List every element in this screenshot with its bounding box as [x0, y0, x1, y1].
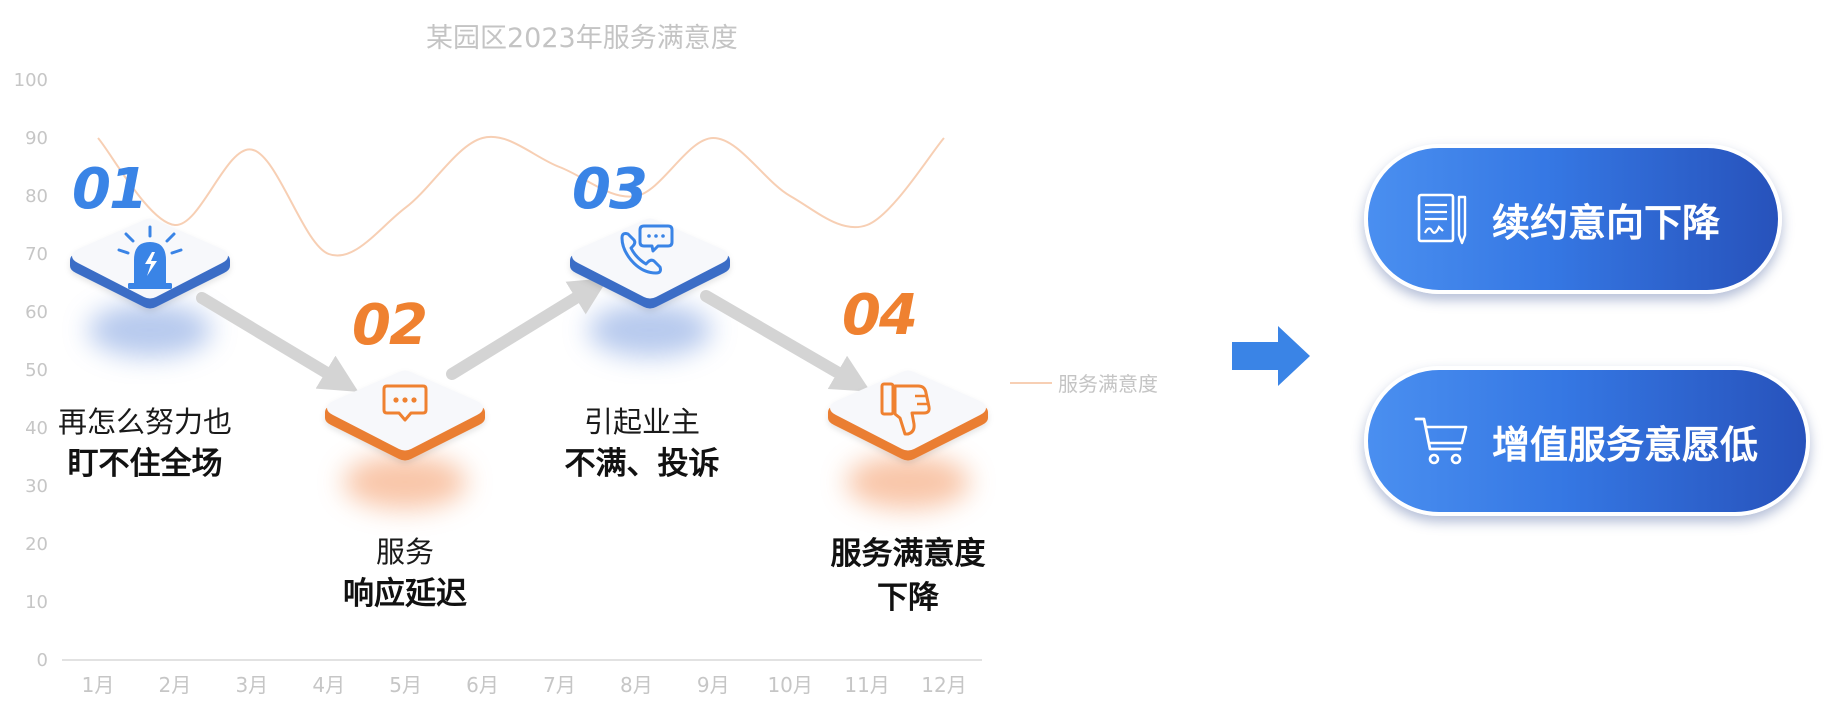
x-axis-ticks: 1月 2月 3月 4月 5月 6月 7月 8月 9月 10月 11月 12月: [82, 673, 967, 697]
thumbs-down-icon: [880, 382, 931, 436]
x-tick-label: 6月: [466, 673, 499, 697]
card-shadow-01: [88, 303, 212, 357]
outcome-label-value-added: 增值服务意愿低: [1492, 422, 1759, 467]
step-card-03: [570, 218, 730, 309]
step-caption-02-line2: 响应延迟: [343, 576, 467, 612]
y-tick-label: 30: [25, 476, 48, 497]
y-axis-ticks: 0 10 20 30 40 50 60 70 80 90 100: [14, 70, 48, 671]
step-caption-03-line1: 引起业主: [583, 405, 700, 439]
x-tick-label: 4月: [312, 673, 345, 697]
legend-swatch: [1010, 381, 1052, 384]
y-tick-label: 10: [25, 592, 48, 613]
y-tick-label: 80: [25, 186, 48, 207]
chart-legend[interactable]: 服务满意度: [1010, 368, 1158, 397]
step-caption-04: 服务满意度 下降: [808, 532, 1008, 620]
step-number-02: 02: [352, 293, 428, 358]
connector-arrow-3: [700, 290, 871, 392]
step-caption-01: 再怎么努力也 盯不住全场: [45, 402, 245, 486]
step-caption-02: 服务 响应延迟: [305, 532, 505, 616]
y-tick-label: 50: [25, 360, 48, 381]
step-caption-04-line2: 下降: [877, 580, 939, 616]
chat-bubble-icon: [382, 384, 428, 422]
connector-arrow-1: [196, 292, 359, 392]
x-tick-label: 9月: [697, 673, 730, 697]
x-tick-label: 12月: [921, 673, 966, 697]
phone-chat-icon: [620, 224, 674, 275]
step-card-02: [325, 370, 485, 461]
alarm-siren-icon: [117, 225, 183, 289]
step-number-03: 03: [572, 157, 648, 222]
card-shadow-03: [588, 303, 712, 357]
x-tick-label: 11月: [844, 673, 889, 697]
card-shadow-02: [343, 455, 467, 509]
connector-arrow-2: [446, 277, 609, 380]
step-card-04: [828, 370, 988, 461]
y-tick-label: 40: [25, 418, 48, 439]
contract-document-icon: [1414, 191, 1470, 247]
y-tick-label: 60: [25, 302, 48, 323]
step-caption-01-line2: 盯不住全场: [67, 446, 223, 482]
y-tick-label: 100: [14, 70, 48, 91]
step-caption-01-line1: 再怎么努力也: [57, 405, 232, 439]
x-tick-label: 2月: [159, 673, 192, 697]
legend-label: 服务满意度: [1058, 372, 1158, 396]
y-tick-label: 20: [25, 534, 48, 555]
step-number-04: 04: [842, 283, 918, 348]
step-number-01: 01: [72, 157, 148, 222]
step-caption-03: 引起业主 不满、投诉: [542, 402, 742, 486]
chart-title: 某园区2023年服务满意度: [426, 23, 738, 54]
y-tick-label: 90: [25, 128, 48, 149]
series-line-satisfaction: [97, 135, 945, 257]
x-tick-label: 3月: [235, 673, 268, 697]
step-caption-03-line2: 不满、投诉: [564, 446, 720, 482]
y-tick-label: 70: [25, 244, 48, 265]
x-tick-label: 8月: [620, 673, 653, 697]
right-arrow-icon: [1232, 326, 1310, 386]
outcome-label-renewal: 续约意向下降: [1492, 200, 1721, 245]
x-tick-label: 10月: [767, 673, 812, 697]
step-caption-02-line1: 服务: [375, 535, 434, 569]
card-shadow-04: [846, 455, 970, 509]
outcome-pill-value-added: 增值服务意愿低: [1364, 366, 1810, 516]
step-caption-04-line1: 服务满意度: [830, 536, 986, 572]
x-tick-label: 5月: [389, 673, 422, 697]
x-tick-label: 7月: [543, 673, 576, 697]
outcome-pill-renewal: 续约意向下降: [1364, 144, 1782, 294]
x-tick-label: 1月: [82, 673, 115, 697]
y-tick-label: 0: [37, 650, 48, 671]
shopping-cart-icon: [1414, 413, 1470, 469]
